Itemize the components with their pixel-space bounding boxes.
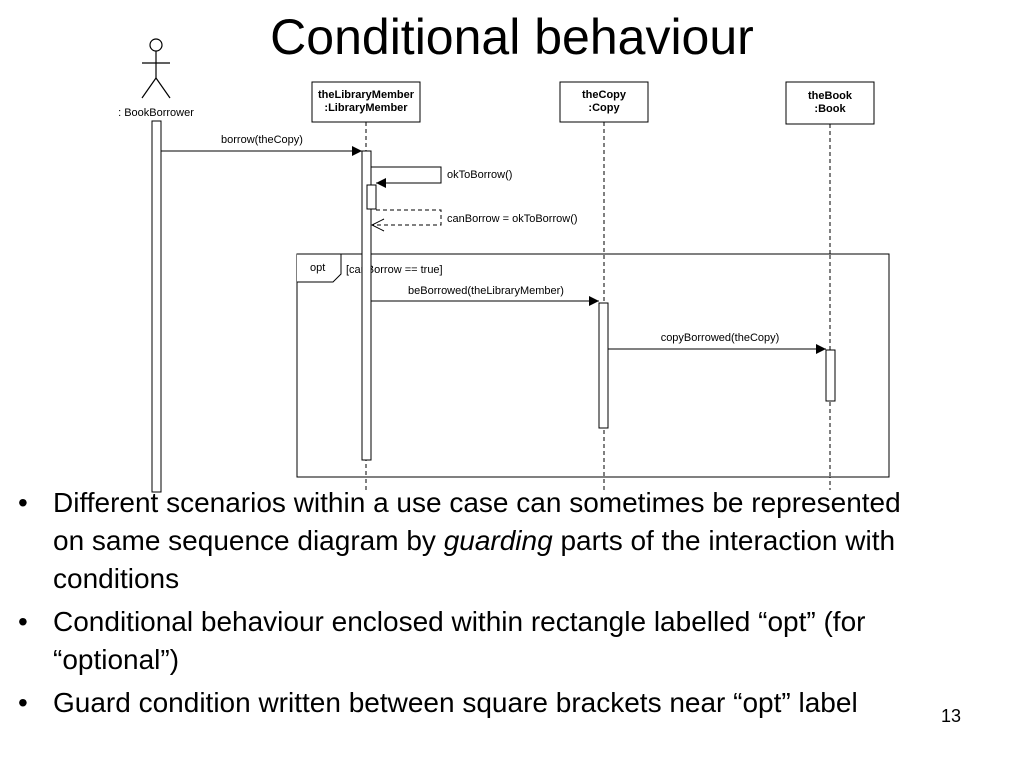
lifeline-book-class: :Book bbox=[814, 103, 846, 115]
message-borrow-label: borrow(theCopy) bbox=[221, 134, 303, 146]
slide-title: Conditional behaviour bbox=[270, 9, 754, 65]
activation-copy bbox=[598, 302, 609, 429]
message-oktoborrow: okToBorrow() bbox=[371, 166, 512, 188]
opt-fragment: opt [canBorrow == true] bbox=[296, 253, 890, 478]
message-copyborrowed: copyBorrowed(theCopy) bbox=[608, 332, 826, 354]
bullet-3-text: Guard condition written between square b… bbox=[53, 687, 858, 718]
lifeline-head-book: theBook :Book bbox=[785, 81, 875, 125]
lifeline-copy-name: theCopy bbox=[582, 89, 627, 101]
message-borrow: borrow(theCopy) bbox=[161, 134, 362, 156]
lifeline-copy-class: :Copy bbox=[588, 102, 620, 114]
actor-label: : BookBorrower bbox=[118, 107, 194, 119]
opt-operator-label: opt bbox=[310, 262, 325, 274]
lifeline-head-member: theLibraryMember :LibraryMember bbox=[311, 81, 421, 123]
stick-figure-icon bbox=[141, 38, 171, 99]
lifeline-book-name: theBook bbox=[808, 90, 853, 102]
bullet-item: Guard condition written between square b… bbox=[18, 684, 918, 722]
bullet-2-text: Conditional behaviour enclosed within re… bbox=[53, 606, 866, 675]
bullet-1-text-end: parts of the interaction with conditions bbox=[53, 525, 896, 594]
lifeline-member-name: theLibraryMember bbox=[318, 89, 415, 101]
bullet-item: Conditional behaviour enclosed within re… bbox=[18, 603, 918, 679]
lifeline-head-copy: theCopy :Copy bbox=[559, 81, 649, 123]
activation-member bbox=[361, 150, 372, 461]
sequence-diagram: : BookBorrower theLibraryMember :Library… bbox=[118, 38, 890, 493]
activation-member-nested bbox=[366, 184, 377, 210]
message-beborrowed: beBorrowed(theLibraryMember) bbox=[371, 285, 599, 306]
bullet-1-emphasis: guarding bbox=[443, 525, 553, 556]
bullet-item: Different scenarios within a use case ca… bbox=[18, 484, 918, 598]
page-number: 13 bbox=[941, 706, 962, 726]
opt-tab bbox=[297, 253, 342, 283]
activation-actor bbox=[151, 120, 162, 493]
actor-bookborrower: : BookBorrower bbox=[118, 38, 194, 119]
activation-book bbox=[825, 349, 836, 402]
message-canborrow-label: canBorrow = okToBorrow() bbox=[447, 213, 578, 225]
lifeline-member-class: :LibraryMember bbox=[324, 102, 408, 114]
bullet-1-text: Different scenarios within a use case ca… bbox=[53, 487, 901, 556]
message-oktoborrow-label: okToBorrow() bbox=[447, 169, 512, 181]
guard-condition: [canBorrow == true] bbox=[346, 264, 443, 276]
bullet-list: Different scenarios within a use case ca… bbox=[18, 484, 918, 727]
message-canborrow-return: canBorrow = okToBorrow() bbox=[370, 209, 578, 232]
message-copyborrowed-label: copyBorrowed(theCopy) bbox=[661, 332, 780, 344]
message-beborrowed-label: beBorrowed(theLibraryMember) bbox=[408, 285, 564, 297]
